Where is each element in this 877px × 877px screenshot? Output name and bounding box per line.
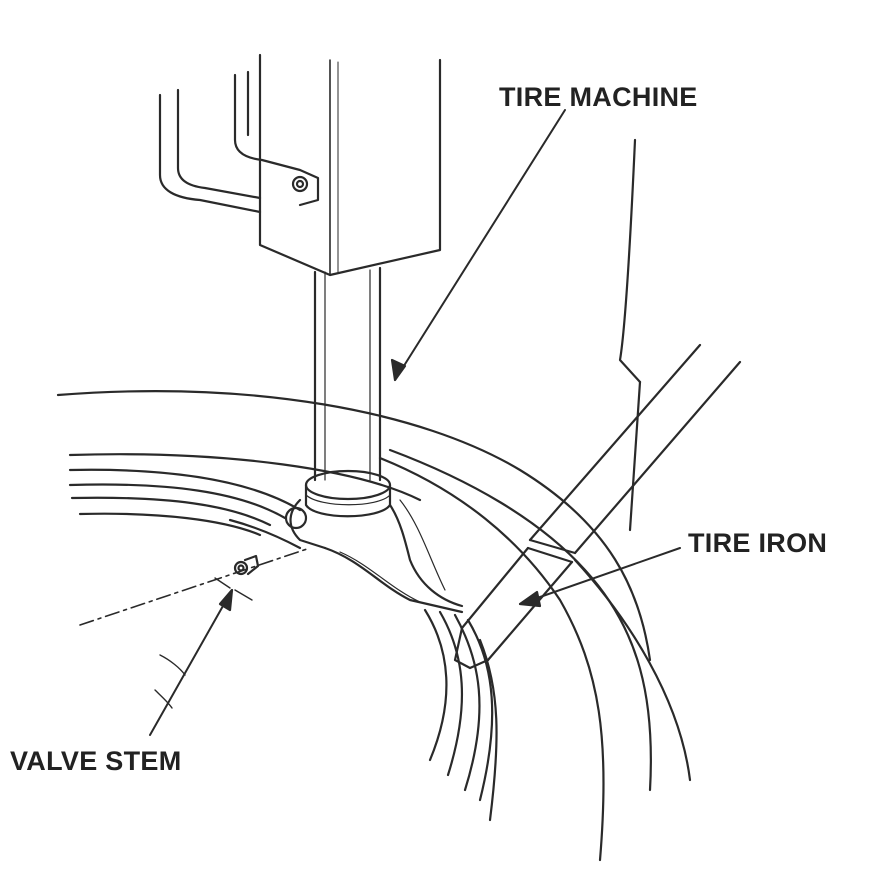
leader-tire-machine (392, 110, 565, 380)
mount-demount-head (286, 500, 462, 612)
valve-stem-label: VALVE STEM (10, 748, 182, 775)
tire-iron-label: TIRE IRON (688, 530, 827, 557)
leader-valve-stem (150, 590, 232, 735)
tire-iron-drawing (455, 345, 740, 668)
lifted-bead (425, 610, 497, 820)
tire-outline (58, 391, 690, 860)
tire-bead-lines (70, 470, 300, 548)
valve-stem-drawing (80, 548, 310, 708)
machine-shaft (306, 268, 390, 516)
tire-machine-label: TIRE MACHINE (499, 84, 698, 111)
